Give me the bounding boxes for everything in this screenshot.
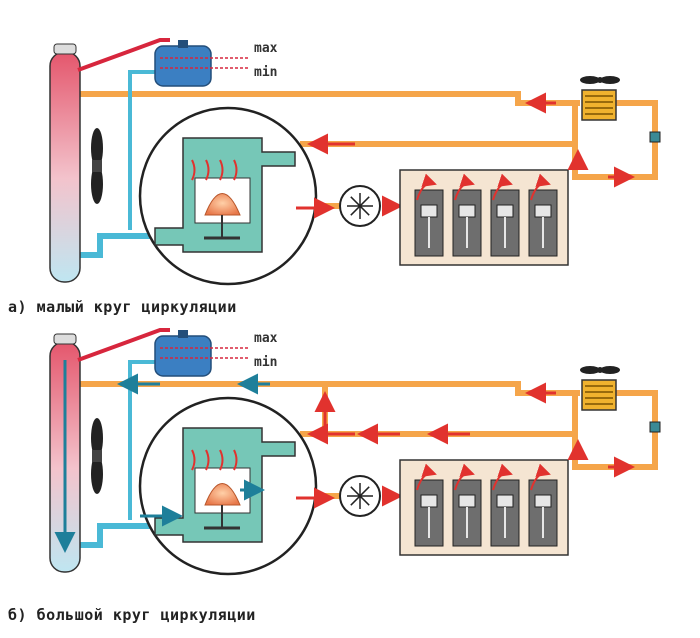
cylinder-piston [496,494,514,508]
heater-fan-blade-right [600,366,620,374]
cylinder-piston [534,494,552,508]
hose-radiator-to-tank [77,328,170,362]
cylinder-piston [534,204,552,218]
min-label: min [254,65,277,80]
heater-valve [649,421,661,433]
heater-core [581,379,617,411]
caption-large-circuit: б) большой круг циркуляции [8,606,256,624]
thermostat-flow-swirl [205,449,210,471]
diagram-large-circuit: max min [49,328,661,576]
engine-flow-arrow [530,173,551,201]
thermostat-flow-swirl [219,159,224,181]
heater-core [581,89,617,121]
min-label: min [254,355,277,370]
engine-flow-arrow [454,173,475,201]
radiator-cap [53,333,77,345]
cylinder-piston [458,204,476,218]
cylinder-piston [458,494,476,508]
expansion-tank-cap [178,40,188,48]
fan-blade-lower [91,164,103,204]
thermostat-flow-swirl [219,449,224,471]
engine-flow-arrow [416,173,437,201]
radiator-cap [53,43,77,55]
cylinder-piston [420,204,438,218]
fan-hub [92,160,102,172]
engine-flow-arrow [492,463,513,491]
max-label: max [254,331,278,346]
engine-flow-arrow [454,463,475,491]
fan-hub [92,450,102,462]
max-label: max [254,41,278,56]
pump-impeller-blade [350,196,370,216]
cylinder-piston [496,204,514,218]
thermostat-flow-swirl [233,449,238,471]
thermostat-flow-swirl [233,159,238,181]
cold-pipe-radiator-outlet [80,523,178,548]
radiator [49,51,81,283]
engine-flow-arrow [492,173,513,201]
heater-fan-blade-left [580,76,600,84]
heater-fan-hub [597,367,603,373]
cylinder-piston [420,494,438,508]
cold-pipe-tank-line [128,360,158,520]
cold-pipe-radiator-outlet [80,233,178,258]
heater-valve [649,131,661,143]
engine-flow-arrow [530,463,551,491]
heater-fan-blade-right [600,76,620,84]
diagram-small-circuit: max min [49,38,661,286]
pump-impeller-blade [350,486,370,506]
caption-small-circuit: а) малый круг циркуляции [8,298,237,316]
fan-blade-lower [91,454,103,494]
thermostat-flow-swirl [191,159,196,181]
engine-flow-arrow [416,463,437,491]
expansion-tank [154,335,212,377]
hot-pipe-top [80,91,580,106]
expansion-tank-cap [178,330,188,338]
thermostat-flow-swirl [205,159,210,181]
fan-blade-upper [91,418,103,458]
expansion-tank [154,45,212,87]
cold-pipe-tank-line [128,70,158,230]
heater-fan-hub [597,77,603,83]
fan-blade-upper [91,128,103,168]
hot-pipe-thermostat-return [300,393,578,437]
hose-radiator-to-tank [77,38,170,72]
thermostat-flow-swirl [191,449,196,471]
heater-fan-blade-left [580,366,600,374]
hot-pipe-thermostat-return [300,103,578,147]
thermostat-wax-capsule [204,483,241,506]
thermostat-wax-capsule [204,193,241,216]
